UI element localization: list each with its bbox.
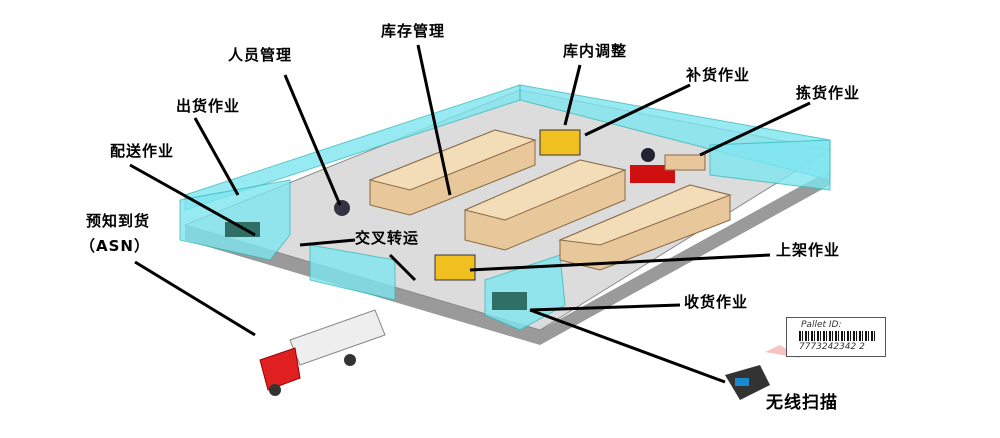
delivery-truck <box>259 309 386 396</box>
label-inventory-mgmt: 库存管理 <box>381 22 446 40</box>
label-putaway: 上架作业 <box>776 241 841 259</box>
barcode-icon <box>799 331 875 341</box>
label-internal-adjust: 库内调整 <box>563 42 628 60</box>
label-delivery: 配送作业 <box>110 142 175 160</box>
pallet-id-title: Pallet ID: <box>801 320 842 330</box>
pallet-truck <box>630 165 675 183</box>
picking-boxes <box>664 154 706 171</box>
label-wireless-scan: 无线扫描 <box>766 393 838 413</box>
label-staff-mgmt: 人员管理 <box>228 46 293 64</box>
shipping-office-wall <box>179 179 291 261</box>
right-wall-block <box>709 139 831 191</box>
forklift-top <box>539 129 581 156</box>
rack-2 <box>463 159 627 251</box>
label-receiving: 收货作业 <box>684 293 749 311</box>
picker-worker <box>641 148 655 162</box>
staff-worker <box>334 200 350 216</box>
pallet-barcode-label: Pallet ID: 7773242342 2 <box>786 317 886 357</box>
label-replenish: 补货作业 <box>686 66 751 84</box>
rack-1 <box>368 129 537 216</box>
label-asn: 预知到货 <box>86 212 151 230</box>
label-asn-code: （ASN） <box>80 237 150 255</box>
front-wall-mid <box>309 244 396 301</box>
pallet-id-number: 7773242342 2 <box>799 342 865 352</box>
label-cross-dock: 交叉转运 <box>355 229 420 247</box>
receiving-desk <box>492 292 527 310</box>
label-picking: 拣货作业 <box>796 84 861 102</box>
callout-lines <box>129 44 811 384</box>
forklift-bottom <box>434 254 476 281</box>
label-shipping: 出货作业 <box>176 97 241 115</box>
rack-3 <box>558 184 732 271</box>
